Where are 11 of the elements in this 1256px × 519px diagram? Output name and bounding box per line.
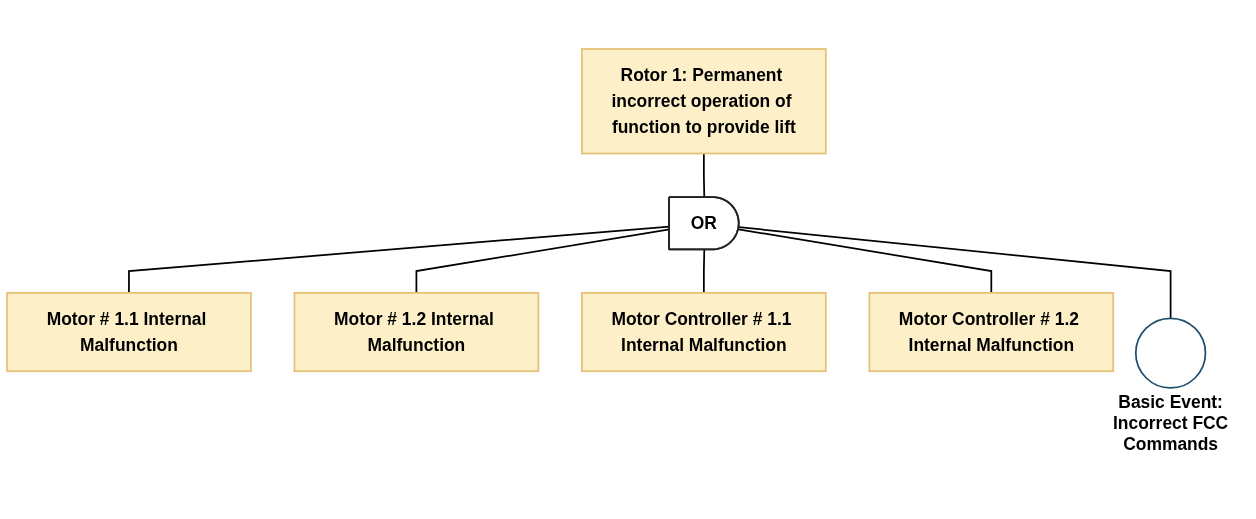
node-box: Motor # 1.1 Internal Malfunction [6,292,252,373]
connector [703,152,706,199]
connector [738,226,1172,320]
node-box: Motor Controller # 1.2 Internal Malfunction [868,292,1115,373]
connector [703,249,706,294]
node-box: Motor Controller # 1.1 Internal Malfunction [581,292,827,373]
node-box: Motor # 1.2 Internal Malfunction [293,292,540,373]
node-circle [1134,317,1207,389]
connector [737,228,993,294]
event-caption: Basic Event: Incorrect FCC Commands [1112,391,1230,455]
node-box: Rotor 1: Permanent incorrect operation of function to provide lift [581,48,827,155]
